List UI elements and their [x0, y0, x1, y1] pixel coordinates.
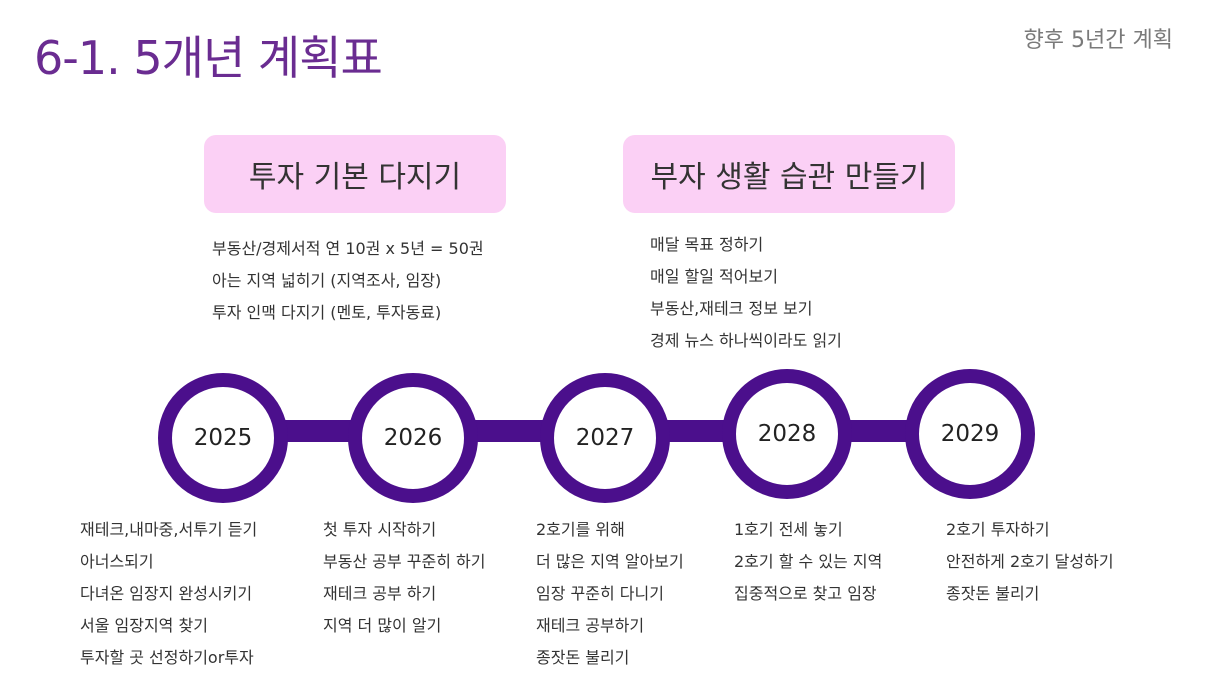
- list-item: 서울 임장지역 찾기: [80, 616, 208, 635]
- timeline-node-2029: 2029: [905, 369, 1035, 499]
- timeline-node-2027: 2027: [540, 373, 670, 503]
- timeline-node-2025: 2025: [158, 373, 288, 503]
- goal-heading-investment-basics: 투자 기본 다지기: [204, 135, 506, 213]
- list-item: 안전하게 2호기 달성하기: [946, 552, 1114, 571]
- plan-list-2029: 2호기 투자하기 안전하게 2호기 달성하기 종잣돈 불리기: [946, 514, 1114, 610]
- list-item: 다녀온 임장지 완성시키기: [80, 584, 253, 603]
- list-item: 매일 할일 적어보기: [650, 267, 778, 286]
- list-item: 아너스되기: [80, 552, 154, 571]
- list-item: 더 많은 지역 알아보기: [536, 552, 684, 571]
- list-item: 부동산,재테크 정보 보기: [650, 299, 813, 318]
- goal-list-rich-habits: 매달 목표 정하기 매일 할일 적어보기 부동산,재테크 정보 보기 경제 뉴스…: [650, 229, 842, 357]
- list-item: 종잣돈 불리기: [536, 648, 630, 667]
- list-item: 아는 지역 넓히기 (지역조사, 임장): [212, 271, 442, 290]
- list-item: 임장 꾸준히 다니기: [536, 584, 664, 603]
- plan-list-2028: 1호기 전세 놓기 2호기 할 수 있는 지역 집중적으로 찾고 임장: [734, 514, 882, 610]
- list-item: 재테크 공부 하기: [323, 584, 437, 603]
- timeline-node-2028: 2028: [722, 369, 852, 499]
- goal-heading-rich-habits: 부자 생활 습관 만들기: [623, 135, 955, 213]
- list-item: 부동산/경제서적 연 10권 x 5년 = 50권: [212, 239, 484, 258]
- list-item: 1호기 전세 놓기: [734, 520, 843, 539]
- page-title: 6-1. 5개년 계획표: [34, 31, 383, 85]
- list-item: 투자할 곳 선정하기or투자: [80, 648, 254, 667]
- list-item: 2호기 투자하기: [946, 520, 1050, 539]
- list-item: 종잣돈 불리기: [946, 584, 1040, 603]
- list-item: 경제 뉴스 하나씩이라도 읽기: [650, 331, 842, 350]
- plan-list-2025: 재테크,내마중,서투기 듣기 아너스되기 다녀온 임장지 완성시키기 서울 임장…: [80, 514, 257, 674]
- goal-list-investment-basics: 부동산/경제서적 연 10권 x 5년 = 50권 아는 지역 넓히기 (지역조…: [212, 233, 484, 329]
- list-item: 2호기를 위해: [536, 520, 625, 539]
- list-item: 지역 더 많이 알기: [323, 616, 442, 635]
- page-subtitle: 향후 5년간 계획: [1023, 28, 1173, 53]
- list-item: 2호기 할 수 있는 지역: [734, 552, 883, 571]
- plan-list-2026: 첫 투자 시작하기 부동산 공부 꾸준히 하기 재테크 공부 하기 지역 더 많…: [323, 514, 485, 642]
- list-item: 첫 투자 시작하기: [323, 520, 437, 539]
- list-item: 재테크 공부하기: [536, 616, 645, 635]
- list-item: 매달 목표 정하기: [650, 235, 764, 254]
- plan-list-2027: 2호기를 위해 더 많은 지역 알아보기 임장 꾸준히 다니기 재테크 공부하기…: [536, 514, 684, 674]
- list-item: 재테크,내마중,서투기 듣기: [80, 520, 258, 539]
- list-item: 투자 인맥 다지기 (멘토, 투자동료): [212, 303, 442, 322]
- list-item: 집중적으로 찾고 임장: [734, 584, 877, 603]
- timeline-node-2026: 2026: [348, 373, 478, 503]
- list-item: 부동산 공부 꾸준히 하기: [323, 552, 486, 571]
